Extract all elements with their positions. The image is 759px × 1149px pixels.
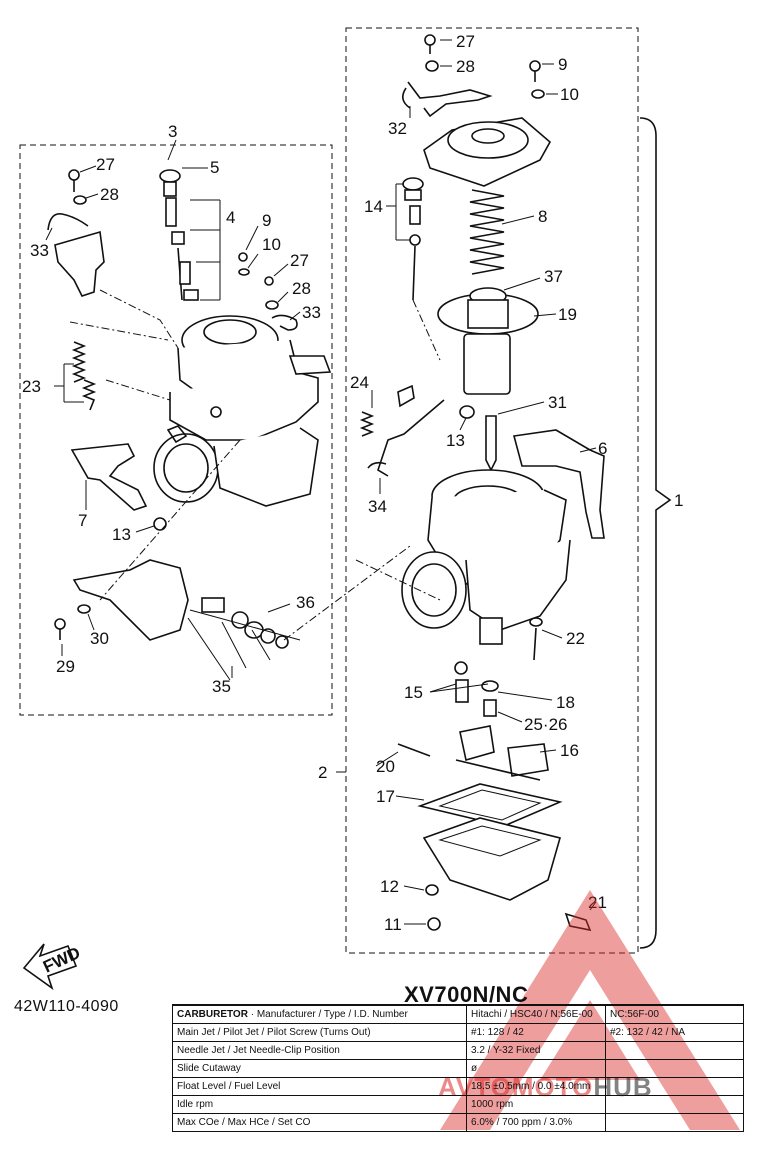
callout-10-right: 10: [560, 85, 579, 104]
callout-18: 18: [556, 693, 575, 712]
callout-28-mid: 28: [292, 279, 311, 298]
carburetor-spec-table: CARBURETOR · Manufacturer / Type / I.D. …: [172, 1004, 744, 1132]
callout-27-mid: 27: [290, 251, 309, 270]
spec-header-value-1: Hitachi / HSC40 / N:56E-00: [466, 1004, 606, 1024]
callout-8: 8: [538, 207, 547, 226]
spec-row-value-2: [605, 1041, 744, 1060]
callout-21: 21: [588, 893, 607, 912]
spec-header-label-rest: · Manufacturer / Type / I.D. Number: [247, 1009, 408, 1020]
group-box-right-carburetor: [345, 27, 639, 954]
callout-29: 29: [56, 657, 75, 676]
callout-3: 3: [168, 122, 177, 141]
spec-row-value-1: 3.2 / Y-32 Fixed: [466, 1041, 606, 1060]
spec-row-label: Idle rpm: [172, 1095, 467, 1114]
spec-row-value-2: [605, 1113, 744, 1132]
spec-row-value-2: [605, 1077, 744, 1096]
callout-25-26: 25·26: [524, 715, 567, 734]
spec-row-label: Needle Jet / Jet Needle-Clip Position: [172, 1041, 467, 1060]
spec-row-value-2: [605, 1059, 744, 1078]
callout-7: 7: [78, 511, 87, 530]
spec-row-label: Main Jet / Pilot Jet / Pilot Screw (Turn…: [172, 1023, 467, 1042]
spec-row: Float Level / Fuel Level 18.5 ±0.5mm / 0…: [172, 1077, 744, 1096]
callout-2: 2: [318, 763, 327, 782]
document-number: 42W110-4090: [14, 998, 119, 1015]
callout-1: 1: [674, 491, 683, 510]
callout-37: 37: [544, 267, 563, 286]
callout-28-right: 28: [456, 57, 475, 76]
spec-row-label: Slide Cutaway: [172, 1059, 467, 1078]
callout-22: 22: [566, 629, 585, 648]
spec-row-label: Max COe / Max HCe / Set CO: [172, 1113, 467, 1132]
spec-header-row: CARBURETOR · Manufacturer / Type / I.D. …: [172, 1004, 744, 1024]
spec-row-value-1: ø: [466, 1059, 606, 1078]
callout-34: 34: [368, 497, 387, 516]
model-title: XV700N/NC: [404, 982, 529, 1007]
spec-row: Max COe / Max HCe / Set CO 6.0% / 700 pp…: [172, 1113, 744, 1132]
callout-9-left: 9: [262, 211, 271, 230]
assembly-bracket: [639, 117, 672, 949]
callout-27-left: 27: [96, 155, 115, 174]
callout-13-left: 13: [112, 525, 131, 544]
spec-row-value-1: 1000 rpm: [466, 1095, 606, 1114]
callout-32: 32: [388, 119, 407, 138]
callout-10-left: 10: [262, 235, 281, 254]
spec-row-value-2: #2: 132 / 42 / NA: [605, 1023, 744, 1042]
spec-row-value-1: 6.0% / 700 ppm / 3.0%: [466, 1113, 606, 1132]
spec-header-label: CARBURETOR · Manufacturer / Type / I.D. …: [172, 1004, 467, 1024]
callout-35: 35: [212, 677, 231, 696]
right-carburetor-parts: [359, 34, 605, 932]
spec-row: Idle rpm 1000 rpm: [172, 1095, 744, 1114]
callout-36: 36: [296, 593, 315, 612]
callout-33-mid: 33: [302, 303, 321, 322]
callout-13-right: 13: [446, 431, 465, 450]
callout-15: 15: [404, 683, 423, 702]
callout-4: 4: [226, 208, 235, 227]
callout-9-right: 9: [558, 55, 567, 74]
spec-row-value-1: 18.5 ±0.5mm / 0.0 ±4.0mm: [466, 1077, 606, 1096]
alignment-lines: [69, 289, 441, 641]
left-carburetor-parts: [47, 169, 332, 681]
callout-6: 6: [598, 439, 607, 458]
callout-16: 16: [560, 741, 579, 760]
callout-labels: 3 5 4 27 28 33 9 10 27 28 33 23 7 13 29 …: [22, 32, 683, 934]
leader-lines: [45, 39, 597, 925]
spec-row-value-1: #1: 128 / 42: [466, 1023, 606, 1042]
group-box-left-carburetor: [19, 144, 333, 716]
spec-row: Main Jet / Pilot Jet / Pilot Screw (Turn…: [172, 1023, 744, 1042]
callout-27-right: 27: [456, 32, 475, 51]
callout-14: 14: [364, 197, 383, 216]
callout-12: 12: [380, 877, 399, 896]
spec-row-value-2: [605, 1095, 744, 1114]
callout-23: 23: [22, 377, 41, 396]
callout-31: 31: [548, 393, 567, 412]
callout-17: 17: [376, 787, 395, 806]
callout-24: 24: [350, 373, 369, 392]
callout-30: 30: [90, 629, 109, 648]
callout-19: 19: [558, 305, 577, 324]
spec-row: Slide Cutaway ø: [172, 1059, 744, 1078]
callout-20: 20: [376, 757, 395, 776]
callout-28-left: 28: [100, 185, 119, 204]
callout-11: 11: [384, 915, 402, 934]
callout-5: 5: [210, 158, 219, 177]
spec-header-value-2: NC:56F-00: [605, 1004, 744, 1024]
callout-33-left: 33: [30, 241, 49, 260]
spec-header-label-bold: CARBURETOR: [177, 1009, 248, 1020]
fwd-arrow-icon: FWD: [22, 943, 83, 991]
spec-row-label: Float Level / Fuel Level: [172, 1077, 467, 1096]
spec-row: Needle Jet / Jet Needle-Clip Position 3.…: [172, 1041, 744, 1060]
